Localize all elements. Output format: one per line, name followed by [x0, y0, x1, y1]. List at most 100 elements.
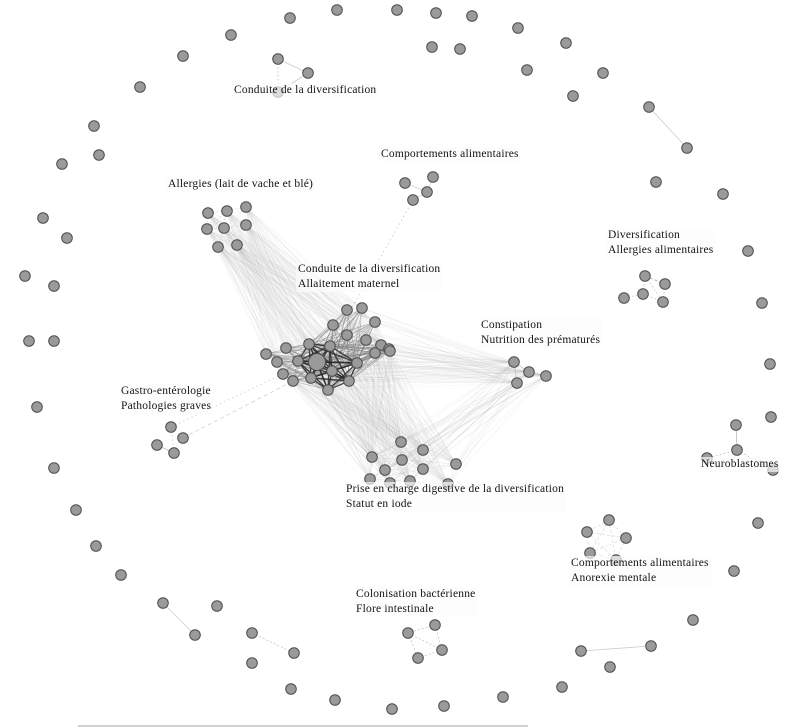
bundle-edge: [223, 227, 391, 484]
bundle-edge: [236, 206, 247, 246]
bundle-edge: [332, 324, 547, 377]
graph-edge: [162, 602, 196, 636]
bundle-edge: [422, 375, 547, 451]
bundle-edge: [226, 210, 318, 363]
graph-node-isolated: [521, 64, 533, 76]
bundle-edge: [226, 210, 287, 349]
bundle-edge: [327, 375, 547, 391]
graph-node-isolated: [157, 597, 169, 609]
bundle-edge: [206, 228, 284, 375]
bundle-edge: [297, 360, 515, 363]
bundle-edge: [207, 212, 382, 346]
bundle-edge: [356, 362, 424, 470]
bundle-edge: [589, 519, 610, 554]
graph-node-central_ring: [341, 329, 353, 341]
bundle-edge: [236, 244, 358, 364]
bundle-edge: [384, 350, 391, 471]
bundle-edge: [388, 348, 518, 384]
bundle-edge: [245, 224, 278, 363]
bundle-edge: [356, 362, 403, 461]
graph-node-diversification: [657, 296, 669, 308]
graph-node-central_ring: [369, 316, 381, 328]
graph-node-anorexie: [620, 532, 632, 544]
bundle-edge: [356, 362, 402, 443]
bundle-edge: [374, 352, 530, 373]
bundle-edge: [348, 350, 391, 382]
graph-node-gastro: [177, 432, 189, 444]
bundle-edge: [217, 246, 348, 336]
bundle-edge: [292, 380, 391, 484]
bundle-edge: [365, 339, 547, 377]
bundle-edge: [207, 210, 228, 214]
bundle-edge: [217, 246, 363, 309]
bundle-edge: [327, 389, 424, 470]
bundle-edge: [245, 206, 299, 362]
graph-edge: [580, 645, 652, 652]
graph-node-colonisation: [429, 619, 441, 631]
bundle-edge: [422, 382, 518, 451]
bundle-edge: [206, 228, 312, 379]
bundle-edge: [374, 352, 449, 485]
graph-node-isolated: [93, 149, 105, 161]
bundle-edge: [316, 361, 373, 458]
bundle-edge: [282, 373, 424, 470]
bundle-edge: [374, 352, 518, 384]
bundle-edge: [223, 227, 284, 375]
bundle-edge: [217, 244, 238, 248]
bundle-edge: [422, 371, 530, 451]
graph-node-isolated: [742, 245, 754, 257]
bundle-edge: [207, 212, 278, 363]
bundle-edge: [292, 361, 515, 382]
bundle-edge: [245, 224, 294, 382]
graph-node-isolated: [604, 661, 616, 673]
bundle-edge: [292, 380, 371, 480]
graph-node-allergies: [240, 201, 252, 213]
bundle-edge: [380, 344, 530, 373]
bundle-edge: [292, 380, 411, 482]
bundle-edge: [369, 449, 424, 480]
bundle-edge: [346, 309, 367, 341]
bundle-edge: [389, 350, 515, 363]
graph-node-isolated: [246, 627, 258, 639]
bundle-edge: [292, 380, 373, 458]
graph-node-isolated: [454, 43, 466, 55]
bundle-edge: [206, 228, 331, 347]
graph-node-diversification: [639, 270, 651, 282]
bundle-edge: [356, 362, 530, 373]
graph-node-allergies: [221, 205, 233, 217]
graph-node-isolated: [560, 37, 572, 49]
bundle-edge: [327, 371, 530, 391]
bundle-edge: [223, 227, 278, 363]
bundle-edge: [388, 348, 424, 451]
bundle-edge: [226, 210, 310, 345]
bundle-edge: [409, 361, 515, 482]
bundle-edge: [236, 244, 334, 326]
graph-node-isolated: [567, 90, 579, 102]
bundle-edge: [207, 212, 331, 347]
bundle-edge: [380, 344, 515, 363]
bundle-edge: [226, 210, 267, 355]
bundle-edge: [207, 212, 363, 309]
bundle-edge: [297, 324, 334, 362]
bundle-edge: [245, 224, 287, 349]
bundle-edge: [245, 224, 411, 482]
bundle-edge: [400, 375, 547, 443]
bundle-edge: [223, 227, 363, 309]
bundle-edge: [217, 246, 318, 363]
bundle-edge: [207, 212, 391, 484]
bundle-edge: [206, 228, 386, 471]
bundle-edge: [384, 469, 449, 485]
bundle-edge: [236, 244, 449, 485]
graph-node-isolated: [556, 681, 568, 693]
bundle-edge: [217, 246, 333, 372]
bundle-edge: [331, 370, 403, 461]
bundle-edge: [348, 380, 403, 461]
graph-node-prise: [364, 473, 376, 485]
bundle-edge: [207, 212, 310, 345]
bundle-edge: [371, 456, 457, 465]
bundle-edge: [236, 244, 367, 341]
bundle-edge: [282, 373, 411, 482]
bundle-edge: [400, 441, 457, 465]
bundle-edge: [586, 531, 617, 561]
